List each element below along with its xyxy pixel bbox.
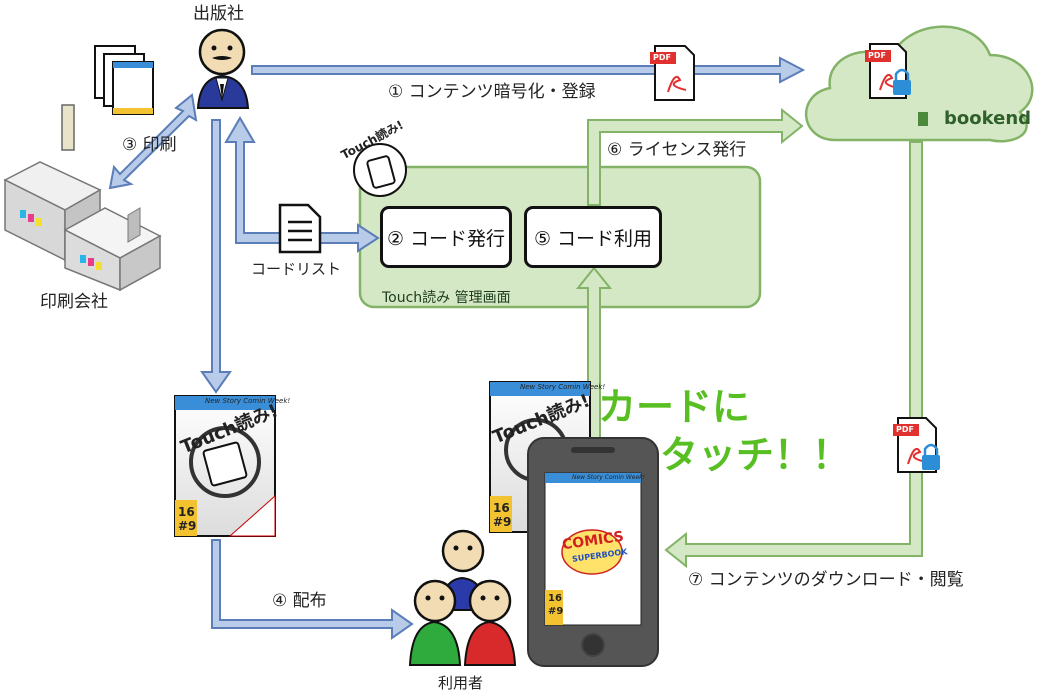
arrow-phone-to-code-use — [575, 266, 613, 441]
callout-line2: タッチ！！ — [660, 433, 851, 477]
publisher-label: 出版社 — [193, 4, 244, 24]
card-left-tagline: New Story Comin Week! — [205, 397, 291, 405]
publisher-icon — [196, 28, 250, 109]
card-left-issue-sub: #9 — [178, 519, 197, 533]
pdf-right-label: PDF — [896, 425, 914, 434]
document-icon — [278, 203, 322, 254]
arrow-step6-license — [587, 107, 804, 206]
card-right-issue-sub: #9 — [493, 515, 512, 529]
phone-cover-issue-sub: #9 — [548, 606, 564, 617]
arrow-step4-distribute — [211, 539, 414, 640]
cloud-shape — [804, 25, 1034, 143]
code-list-label: コードリスト — [251, 260, 342, 278]
printing-factory-icon — [3, 104, 162, 292]
pdf-lock-icon-right — [893, 417, 940, 473]
code-issue-button[interactable]: ② コード発行 — [380, 206, 512, 268]
card-left-issue: 16 — [178, 505, 195, 519]
phone-cover-issue: 16 — [548, 593, 562, 604]
step3-label: ③ 印刷 — [122, 135, 177, 155]
bookend-logo-icon — [918, 112, 928, 126]
arrow-publisher-to-card — [200, 119, 232, 394]
card-right-tagline: New Story Comin Week! — [520, 383, 606, 391]
comic-card-left — [174, 395, 276, 537]
pdf-lock-icon-cloud — [865, 43, 911, 99]
admin-panel-title: Touch読み 管理画面 — [382, 290, 511, 306]
bookend-brand-label: bookend — [944, 108, 1032, 129]
users-group-icon — [408, 529, 517, 666]
step6-label: ⑥ ライセンス発行 — [607, 140, 747, 160]
users-label: 利用者 — [438, 674, 484, 692]
arrow-step3-print — [108, 93, 198, 190]
arrow-step1 — [251, 56, 806, 84]
phone-cover-tagline: New Story Comin Week! — [572, 474, 646, 481]
pdf-cloud-label: PDF — [868, 51, 886, 60]
arrow-step7-download — [664, 141, 923, 569]
smartphone-icon — [527, 437, 659, 667]
comic-stack-icon — [94, 45, 154, 115]
arrow-code-list — [224, 116, 380, 253]
step1-label: ① コンテンツ暗号化・登録 — [388, 82, 596, 102]
card-right-issue: 16 — [493, 501, 510, 515]
printing-company-label: 印刷会社 — [40, 292, 108, 312]
step4-label: ④ 配布 — [272, 591, 327, 611]
code-use-button[interactable]: ⑤ コード利用 — [524, 206, 662, 268]
step7-label: ⑦ コンテンツのダウンロード・閲覧 — [688, 570, 964, 590]
callout-line1: カードに — [598, 385, 751, 429]
pdf-icon-top — [650, 45, 695, 101]
pdf-top-label: PDF — [653, 53, 671, 62]
touch-yomi-logo-icon — [353, 143, 407, 197]
